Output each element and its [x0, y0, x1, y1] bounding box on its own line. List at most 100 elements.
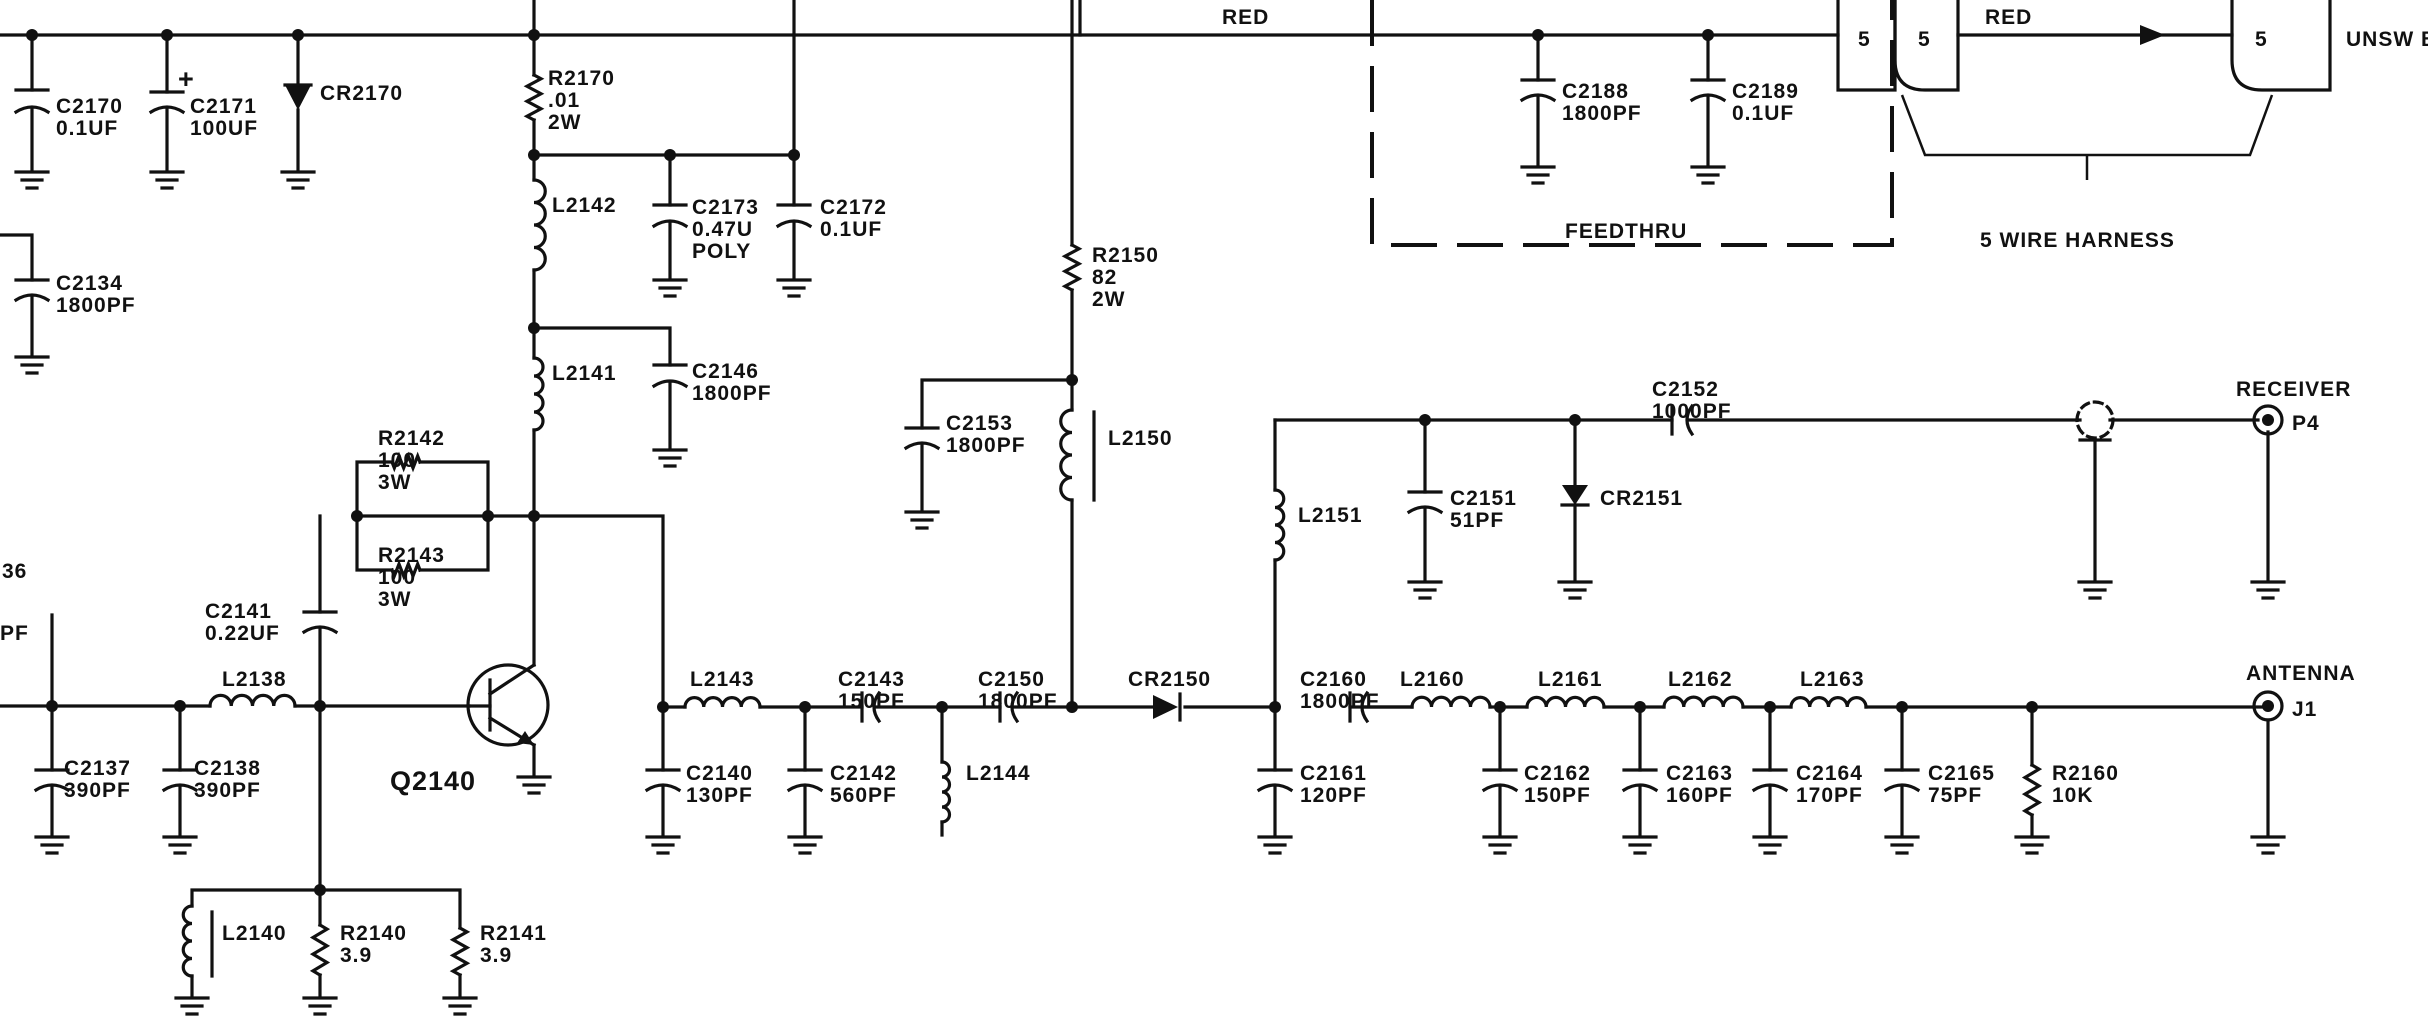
c2170-ground-icon: [14, 170, 50, 190]
r2141-resistor-symbol: [449, 925, 471, 978]
l2151-inductor-symbol: [1273, 488, 1286, 562]
c2142-capacitor-symbol: [786, 768, 824, 793]
c2153-capacitor-symbol: [903, 426, 941, 451]
receiver-connector-label: RECEIVER: [2236, 378, 2351, 401]
r2170-resistor-symbol: [523, 72, 545, 123]
antenna-ground-icon: [2250, 835, 2286, 855]
label-l2150: L2150: [1108, 427, 1173, 450]
harness-label: 5 WIRE HARNESS: [1980, 229, 2175, 252]
c2134-capacitor-symbol: [13, 278, 51, 303]
feedthru-label: FEEDTHRU: [1565, 220, 1687, 243]
l2160-inductor-symbol: [1410, 695, 1492, 709]
c2189-ground-icon: [1690, 165, 1726, 185]
connector-pin-a: 5: [1858, 28, 1871, 51]
receiver-pin-label: P4: [2292, 412, 2320, 435]
receiver-ground-icon: [2250, 580, 2286, 600]
c2134-ground-icon: [14, 355, 50, 375]
c2161-ground-icon: [1257, 835, 1293, 855]
connector-pin-b: 5: [1918, 28, 1931, 51]
component-symbols: [13, 72, 2286, 1016]
l2162-inductor-symbol: [1662, 695, 1745, 709]
l2140-inductor-symbol: [181, 904, 194, 978]
c2140-capacitor-symbol: [644, 768, 682, 793]
junctions: [26, 29, 2038, 896]
label-l2143: L2143: [690, 668, 755, 691]
r2140-resistor-symbol: [309, 922, 331, 978]
c2151-ground-icon: [1407, 580, 1443, 600]
c2165-ground-icon: [1884, 835, 1920, 855]
label-c2171-polarity: +: [178, 64, 195, 94]
c2151-capacitor-symbol: [1406, 490, 1444, 515]
r2141-ground-icon: [442, 996, 478, 1016]
label-l2138: L2138: [222, 668, 287, 691]
c2171-capacitor-symbol: [148, 90, 186, 115]
label-l2163: L2163: [1800, 668, 1865, 691]
c2152-capacitor-symbol: [1670, 403, 1695, 437]
c2143-capacitor-symbol: [860, 690, 882, 724]
c2138-ground-icon: [162, 835, 198, 855]
c2173-ground-icon: [652, 278, 688, 298]
unsw-label: UNSW B+: [2346, 28, 2428, 51]
antenna-connector-label: ANTENNA: [2246, 662, 2356, 685]
wires: [0, 0, 2270, 998]
r2150-resistor-symbol: [1061, 242, 1083, 293]
l2140-ground-icon: [174, 996, 210, 1016]
c2140-ground-icon: [645, 835, 681, 855]
c2188-ground-icon: [1520, 165, 1556, 185]
c2161-capacitor-symbol: [1256, 768, 1294, 793]
r2142-resistor-symbol: [389, 451, 423, 473]
label-partial-pf: PF: [0, 622, 29, 645]
l2141-inductor-symbol: [532, 356, 545, 432]
c2137-ground-icon: [34, 835, 70, 855]
c2164-ground-icon: [1752, 835, 1788, 855]
cr2170-ground-icon: [280, 170, 316, 190]
r2160-ground-icon: [2014, 835, 2050, 855]
r2160-resistor-symbol: [2021, 762, 2043, 818]
l2163-inductor-symbol: [1789, 696, 1868, 709]
label-l2151: L2151: [1298, 504, 1363, 527]
transistor-q2140: [466, 662, 550, 748]
c2188-capacitor-symbol: [1519, 78, 1557, 103]
l2144-inductor-symbol: [940, 760, 952, 824]
label-cr2151: CR2151: [1600, 487, 1683, 510]
q2140-emitter-ground-icon: [516, 775, 552, 795]
antenna-pin-label: J1: [2292, 698, 2317, 721]
feedthru-box: [1370, 0, 1894, 247]
c2146-capacitor-symbol: [651, 363, 689, 389]
c2171-ground-icon: [149, 170, 185, 190]
c2162-ground-icon: [1482, 835, 1518, 855]
label-l2144: L2144: [966, 762, 1031, 785]
l2150-inductor-symbol: [1059, 408, 1074, 502]
c2170-capacitor-symbol: [13, 88, 51, 115]
c2163-capacitor-symbol: [1621, 768, 1659, 793]
r2140-ground-icon: [302, 996, 338, 1016]
cr2151-ground-icon: [1557, 580, 1593, 600]
label-l2142: L2142: [552, 194, 617, 217]
coax-shield-ground-icon: [2077, 580, 2113, 600]
label-cr2170: CR2170: [320, 82, 403, 105]
label-l2141: L2141: [552, 362, 617, 385]
rf-connectors: [2075, 400, 2284, 722]
